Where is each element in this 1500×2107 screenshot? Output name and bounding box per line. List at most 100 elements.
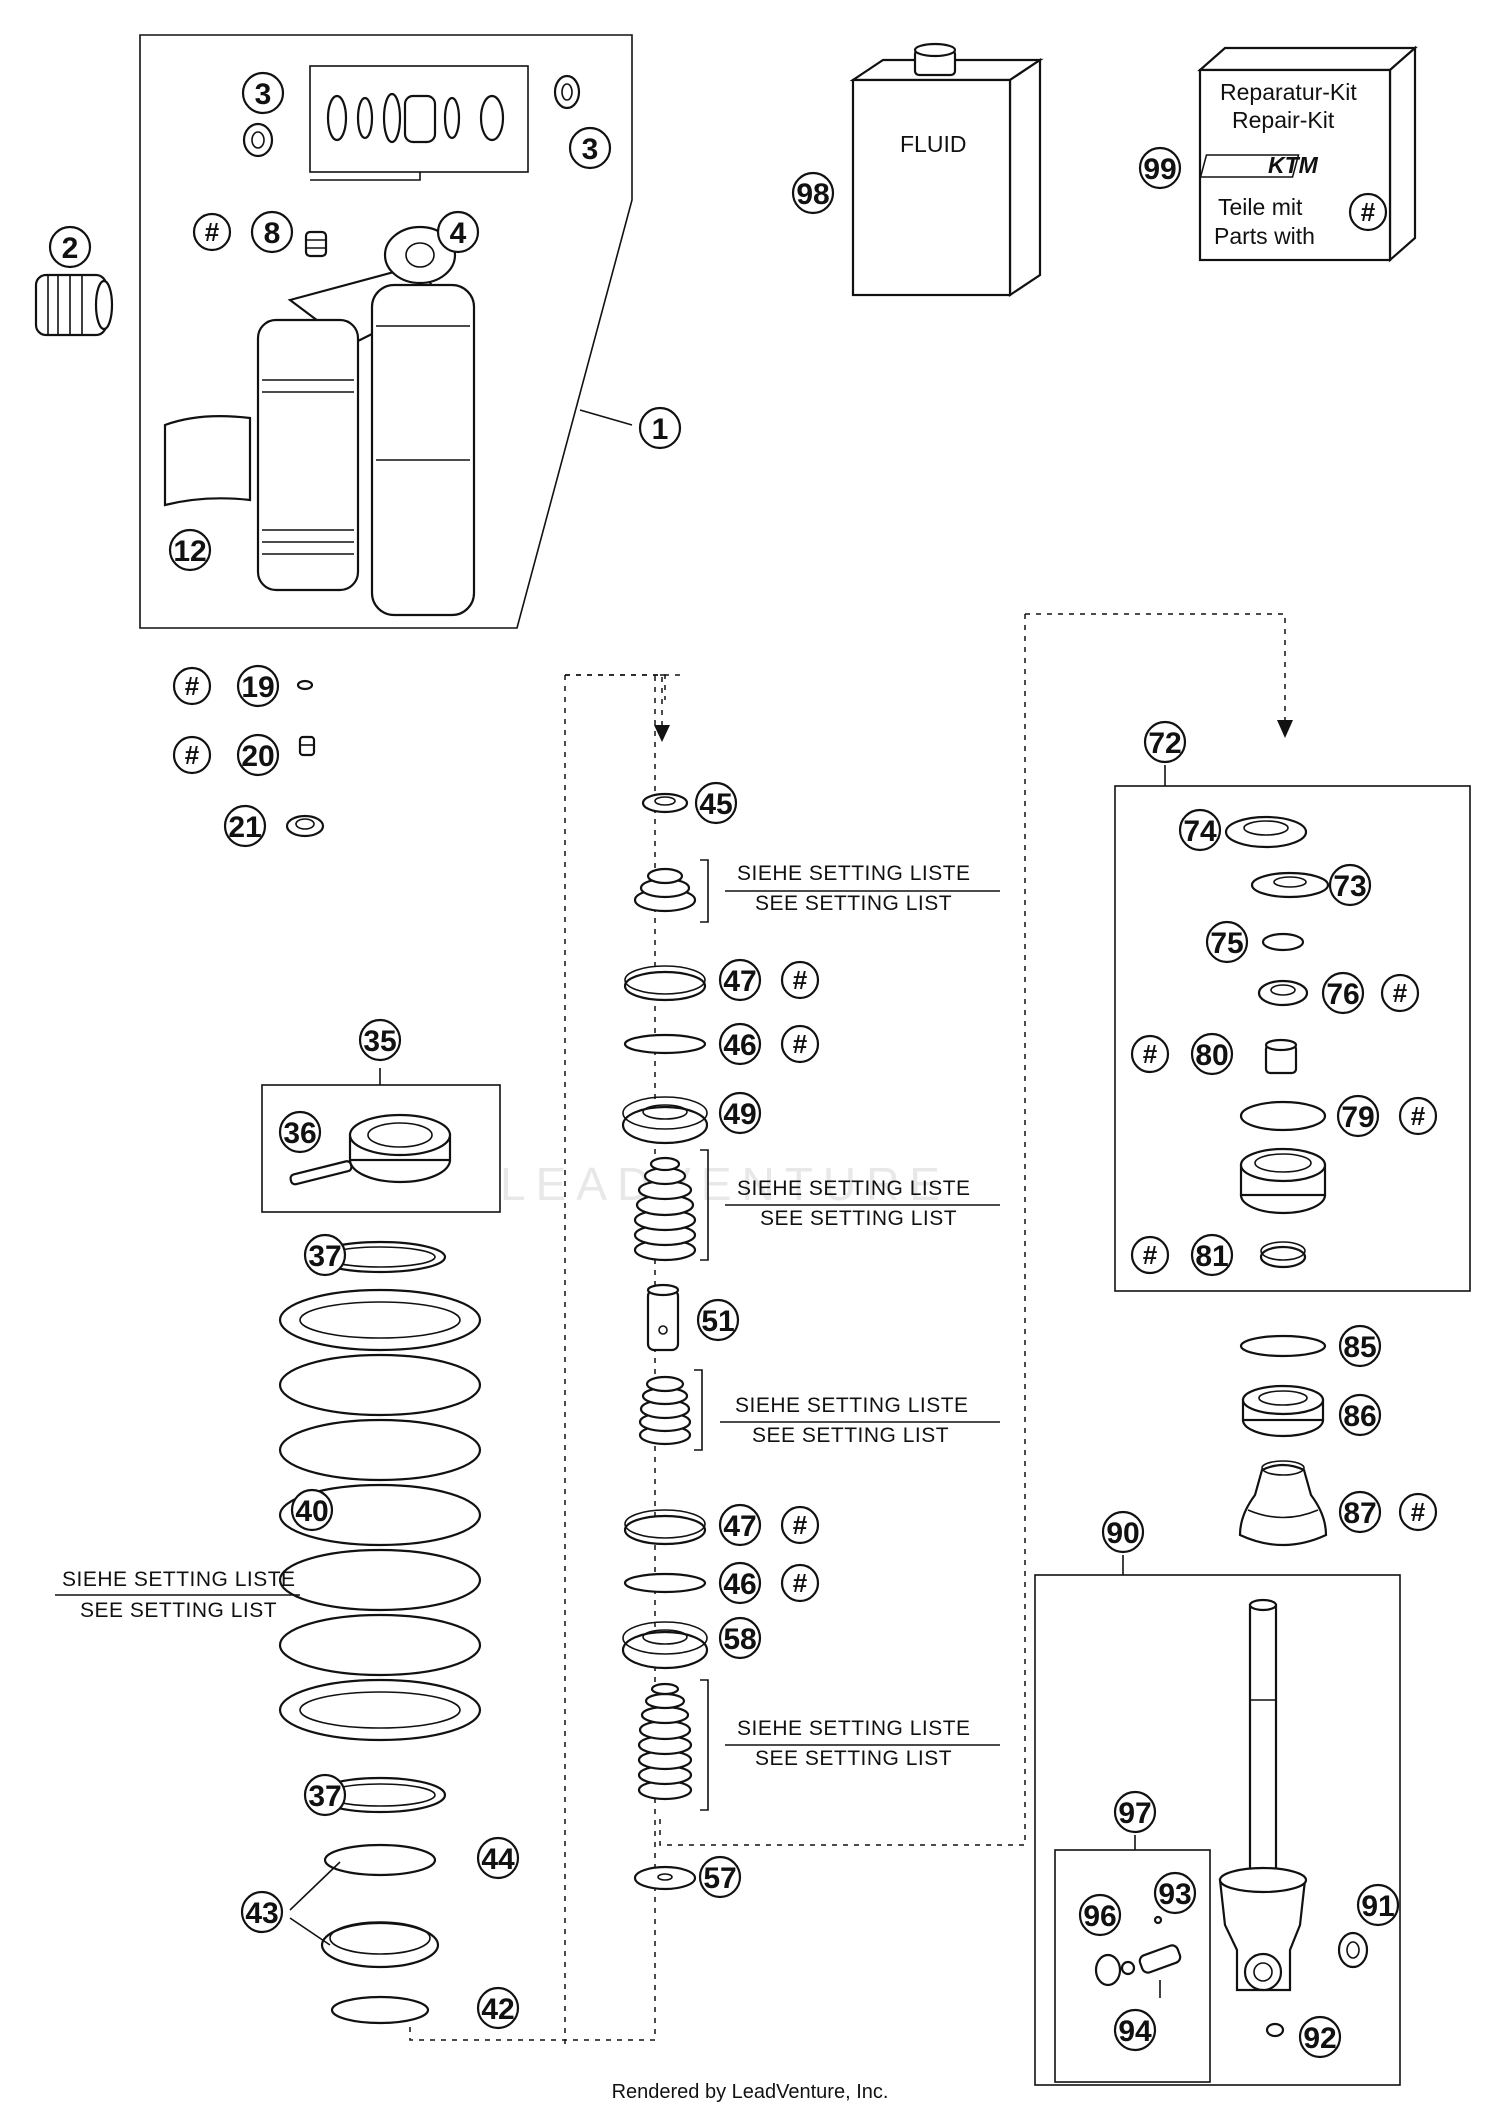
watermark-text: LEADVENTURE bbox=[500, 1158, 950, 1210]
part-46-upper bbox=[623, 1033, 707, 1055]
part-75 bbox=[1261, 932, 1305, 952]
bracket-setting-4 bbox=[700, 1679, 709, 1811]
setting-note-2-de: SIEHE SETTING LISTE bbox=[737, 1177, 971, 1200]
callout-90: 90 bbox=[1106, 1517, 1139, 1550]
dashed-arrow-stem-45 bbox=[565, 674, 663, 725]
setting-note-2-en: SEE SETTING LIST bbox=[760, 1207, 957, 1230]
callout-36: 36 bbox=[283, 1117, 316, 1150]
setting-note-3-de: SIEHE SETTING LISTE bbox=[735, 1394, 969, 1417]
adjuster-ring-36 bbox=[289, 1113, 452, 1186]
seal-set-box-4 bbox=[309, 65, 529, 173]
hash-46-upper: # bbox=[793, 1029, 808, 1059]
callout-75: 75 bbox=[1210, 927, 1243, 960]
leader-43b bbox=[289, 1917, 331, 1946]
callout-8: 8 bbox=[264, 217, 281, 250]
repair-kit-line1: Reparatur-Kit bbox=[1220, 79, 1357, 105]
bracket-setting-1 bbox=[700, 859, 709, 923]
ring-44 bbox=[323, 1843, 437, 1877]
spring-retainer-43 bbox=[320, 1921, 440, 1969]
shim-stack-2 bbox=[633, 1156, 697, 1262]
shim-stack-1 bbox=[633, 867, 697, 913]
callout-87: 87 bbox=[1343, 1497, 1376, 1530]
callout-51: 51 bbox=[701, 1305, 734, 1338]
leader-1 bbox=[579, 409, 633, 426]
leader-43a bbox=[289, 1861, 341, 1911]
seal-rings-4 bbox=[326, 92, 505, 144]
setting-note-1-en: SEE SETTING LIST bbox=[755, 892, 952, 915]
arrow-45 bbox=[654, 725, 670, 742]
callout-37-lower: 37 bbox=[308, 1780, 341, 1813]
hash-47-lower: # bbox=[793, 1510, 808, 1540]
part-81 bbox=[1259, 1241, 1307, 1269]
setting-note-4-en: SEE SETTING LIST bbox=[755, 1747, 952, 1770]
setting-note-spring-en: SEE SETTING LIST bbox=[80, 1599, 277, 1622]
hash-20: # bbox=[185, 740, 200, 770]
shim-stack-3 bbox=[638, 1375, 692, 1446]
shock-body-1 bbox=[256, 225, 476, 617]
valve-assembly-96 bbox=[1094, 1953, 1136, 1987]
callout-1: 1 bbox=[652, 413, 669, 446]
callout-96: 96 bbox=[1083, 1900, 1116, 1933]
callout-4: 4 bbox=[450, 217, 467, 250]
callout-57: 57 bbox=[703, 1862, 736, 1895]
callout-91: 91 bbox=[1361, 1890, 1394, 1923]
part-80 bbox=[1264, 1038, 1298, 1075]
box-72 bbox=[1114, 785, 1471, 1292]
repair-kit-line3: Teile mit bbox=[1218, 194, 1303, 220]
seal-housing bbox=[1239, 1147, 1327, 1215]
callout-43: 43 bbox=[245, 1897, 278, 1930]
part-45 bbox=[641, 792, 689, 814]
part-74 bbox=[1224, 815, 1308, 849]
setting-note-1-de: SIEHE SETTING LISTE bbox=[737, 862, 971, 885]
callout-3-left: 3 bbox=[255, 78, 272, 111]
part-20 bbox=[298, 735, 316, 757]
callout-92: 92 bbox=[1303, 2022, 1336, 2055]
callout-99: 99 bbox=[1143, 153, 1176, 186]
callout-81: 81 bbox=[1195, 1240, 1228, 1273]
bump-stop-87 bbox=[1238, 1460, 1328, 1547]
part-47-lower bbox=[623, 1509, 707, 1546]
part-92 bbox=[1265, 2022, 1285, 2038]
repair-kit-hash-circle bbox=[1348, 192, 1388, 232]
hash-79: # bbox=[1411, 1101, 1426, 1131]
callout-3-right: 3 bbox=[582, 133, 599, 166]
fluid-label: FLUID bbox=[900, 131, 966, 157]
callout-47-upper: 47 bbox=[723, 965, 756, 998]
part-86 bbox=[1241, 1384, 1325, 1438]
ring-42 bbox=[330, 1995, 430, 2025]
part-73 bbox=[1250, 871, 1330, 899]
adjuster-box-35 bbox=[261, 1084, 501, 1213]
leader-4 bbox=[310, 172, 421, 181]
repair-kit-line2: Repair-Kit bbox=[1232, 107, 1335, 133]
part-21 bbox=[285, 814, 325, 838]
dashed-arrow-stem-72 bbox=[1025, 613, 1286, 720]
callout-76: 76 bbox=[1326, 978, 1359, 1011]
valve-93 bbox=[1138, 1915, 1182, 1974]
callout-85: 85 bbox=[1343, 1331, 1376, 1364]
callout-72: 72 bbox=[1148, 727, 1181, 760]
callout-93: 93 bbox=[1158, 1878, 1191, 1911]
callout-44: 44 bbox=[481, 1843, 515, 1876]
hash-76: # bbox=[1393, 978, 1408, 1008]
hash-47-upper: # bbox=[793, 965, 808, 995]
part-47-upper bbox=[623, 965, 707, 1002]
callout-21: 21 bbox=[228, 811, 261, 844]
part-76 bbox=[1257, 979, 1309, 1007]
callout-35: 35 bbox=[363, 1025, 396, 1058]
fluid-bottle-98 bbox=[849, 42, 1044, 298]
callout-73: 73 bbox=[1333, 870, 1366, 903]
dashed-path-left bbox=[409, 674, 680, 2041]
spring-40 bbox=[278, 1288, 482, 1742]
footer-credit: Rendered by LeadVenture, Inc. bbox=[612, 2081, 889, 2103]
hash-19: # bbox=[185, 671, 200, 701]
callout-58: 58 bbox=[723, 1623, 756, 1656]
adjuster-2 bbox=[34, 273, 114, 337]
callout-45: 45 bbox=[699, 788, 732, 821]
callout-42: 42 bbox=[481, 1993, 514, 2026]
callout-12: 12 bbox=[173, 535, 206, 568]
callout-79: 79 bbox=[1341, 1101, 1374, 1134]
callout-40: 40 bbox=[295, 1495, 328, 1528]
callout-97: 97 bbox=[1118, 1797, 1151, 1830]
hash-46-lower: # bbox=[793, 1568, 808, 1598]
